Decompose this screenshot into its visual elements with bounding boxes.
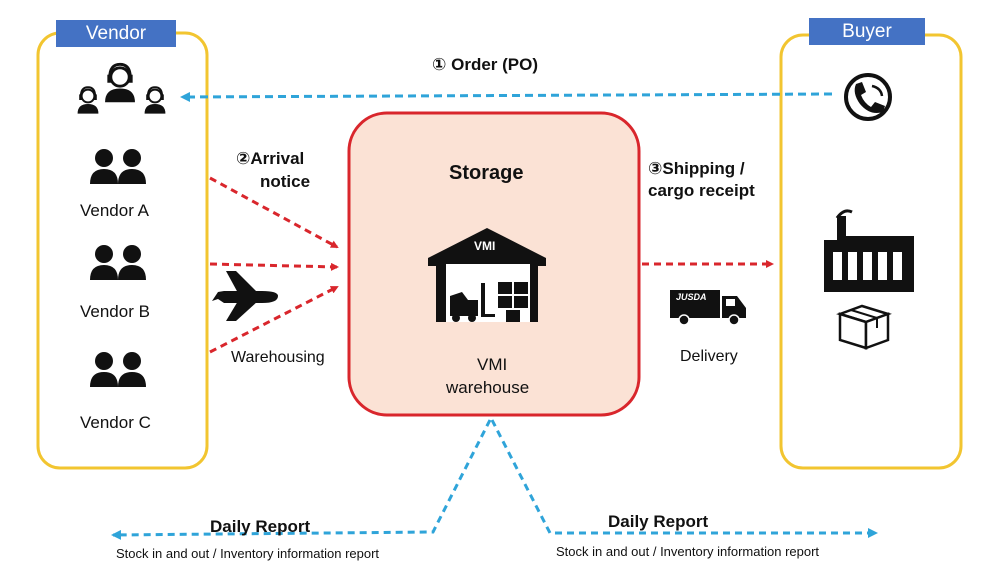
- warehouse-name-line2: warehouse: [446, 378, 530, 397]
- delivery-label: Delivery: [680, 348, 738, 365]
- vendor-b-label: Vendor B: [80, 302, 150, 321]
- order-label: ① Order (PO): [432, 55, 539, 74]
- vendor-panel-title: Vendor: [56, 20, 176, 47]
- arrival-label-line1: ②Arrival: [236, 149, 305, 168]
- daily-report-right-arrow: [490, 419, 878, 538]
- warehousing-label: Warehousing: [231, 349, 325, 366]
- storage-heading: Storage: [449, 162, 524, 184]
- daily-report-left-caption: Stock in and out / Inventory information…: [116, 546, 380, 561]
- daily-report-left-title: Daily Report: [210, 517, 311, 536]
- warehouse-name-line1: VMI: [477, 355, 508, 374]
- arrival-label-line2: notice: [260, 172, 311, 191]
- arrival-arrow-2: [209, 262, 339, 271]
- order-arrow: [180, 91, 833, 102]
- airplane-icon: [212, 271, 278, 321]
- vendor-b-icon: [90, 245, 146, 280]
- vendor-a-label: Vendor A: [80, 201, 150, 220]
- vmi-warehouse-icon: [428, 228, 546, 322]
- vendor-c-label: Vendor C: [80, 413, 151, 432]
- factory-icon: [824, 209, 914, 292]
- vendor-a-icon: [90, 149, 146, 184]
- shipping-label-line2: cargo receipt: [648, 181, 755, 200]
- vendor-c-icon: [90, 352, 146, 387]
- daily-report-left-arrow: [111, 419, 492, 540]
- daily-report-right-title: Daily Report: [608, 512, 709, 531]
- daily-report-right-caption: Stock in and out / Inventory information…: [556, 544, 820, 559]
- vmi-sign: VMI: [474, 239, 496, 253]
- truck-brand-label: JUSDA: [676, 292, 707, 302]
- buyer-panel-title: Buyer: [809, 18, 925, 45]
- shipping-label-line1: ③Shipping /: [648, 159, 745, 178]
- delivery-truck-icon: [670, 290, 746, 326]
- arrival-arrow-1: [209, 176, 339, 249]
- phone-icon: [844, 73, 892, 121]
- call-center-icon: [76, 62, 167, 115]
- box-icon: [836, 304, 892, 350]
